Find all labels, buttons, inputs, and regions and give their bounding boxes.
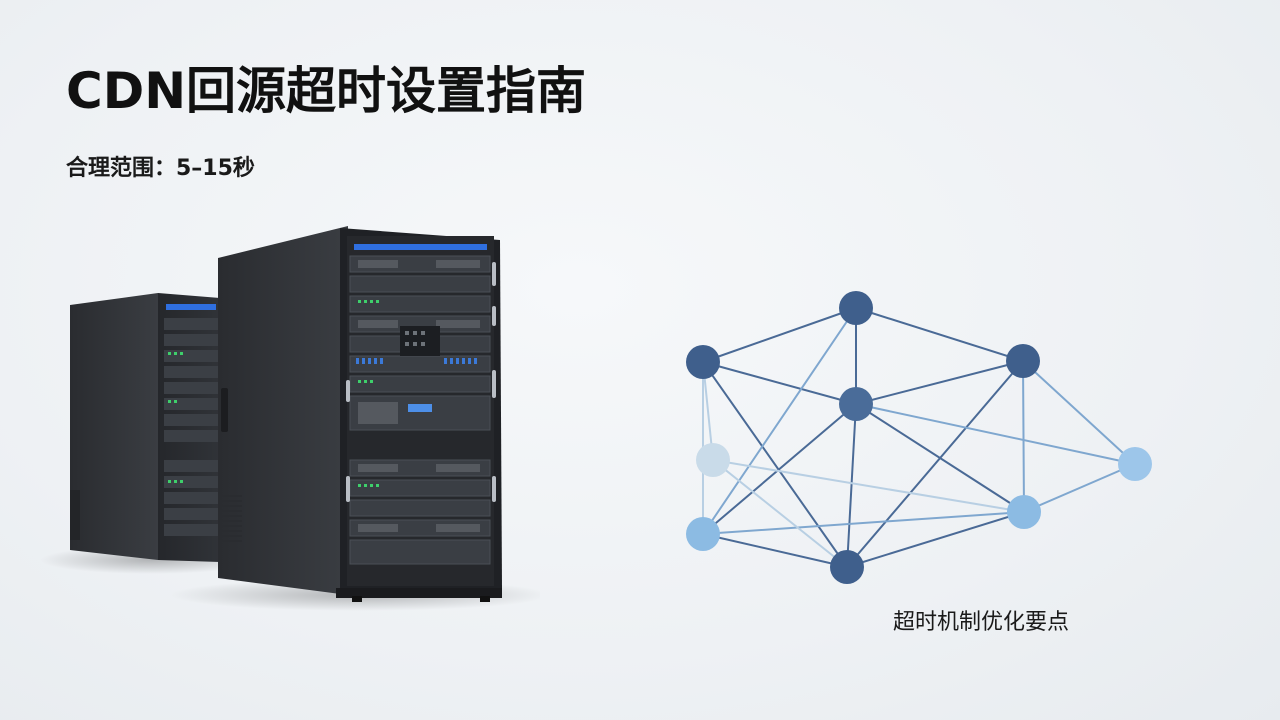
network-node xyxy=(1118,447,1152,481)
network-node xyxy=(1007,495,1041,529)
network-node xyxy=(1006,344,1040,378)
network-node xyxy=(839,291,873,325)
network-node xyxy=(696,443,730,477)
back-server-rack xyxy=(70,293,227,562)
network-node xyxy=(686,517,720,551)
network-node xyxy=(839,387,873,421)
slide-title: CDN回源超时设置指南 xyxy=(66,62,587,120)
network-node xyxy=(830,550,864,584)
network-graph-icon xyxy=(686,291,1152,584)
network-node xyxy=(686,345,720,379)
front-server-rack xyxy=(218,226,502,602)
slide-subtitle: 合理范围：5–15秒 xyxy=(66,156,255,181)
server-racks-icon xyxy=(40,226,540,611)
network-caption: 超时机制优化要点 xyxy=(893,610,1070,635)
